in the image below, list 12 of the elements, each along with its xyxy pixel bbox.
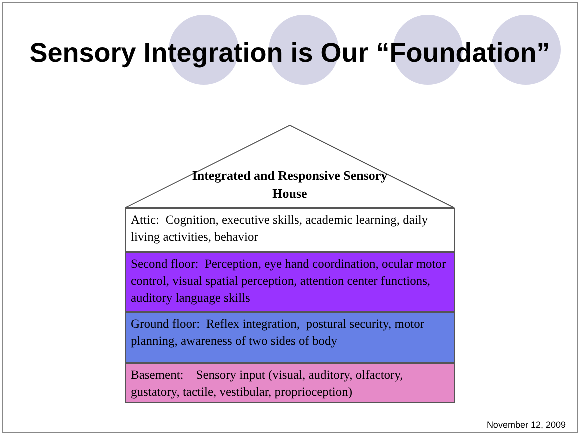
- roof-heading: Integrated and Responsive Sensory House: [191, 167, 389, 203]
- slide-title: Sensory Integration is Our “Foundation”: [28, 38, 552, 69]
- floor-description: Attic: Cognition, executive skills, academic learning, daily living activities, behavior: [131, 212, 430, 246]
- date-text: November 12, 2009: [486, 420, 566, 430]
- floor-band: [125, 363, 455, 403]
- floor-description: Ground floor: Reflex integration, postural security, motor planning, awareness of two sides of body: [131, 316, 426, 350]
- floor-band: [125, 252, 455, 312]
- floor-description: Second floor: Perception, eye hand coordination, ocular motor control, visual spatial perception, attention center functions, auditory language skills: [131, 256, 448, 307]
- roof-triangle: [125, 125, 455, 208]
- floor-description: Basement: Sensory input (visual, auditory, olfactory, gustatory, tactile, vestibular, proprioception): [131, 367, 404, 401]
- floor-band: [125, 208, 455, 252]
- floor-band: [125, 312, 455, 363]
